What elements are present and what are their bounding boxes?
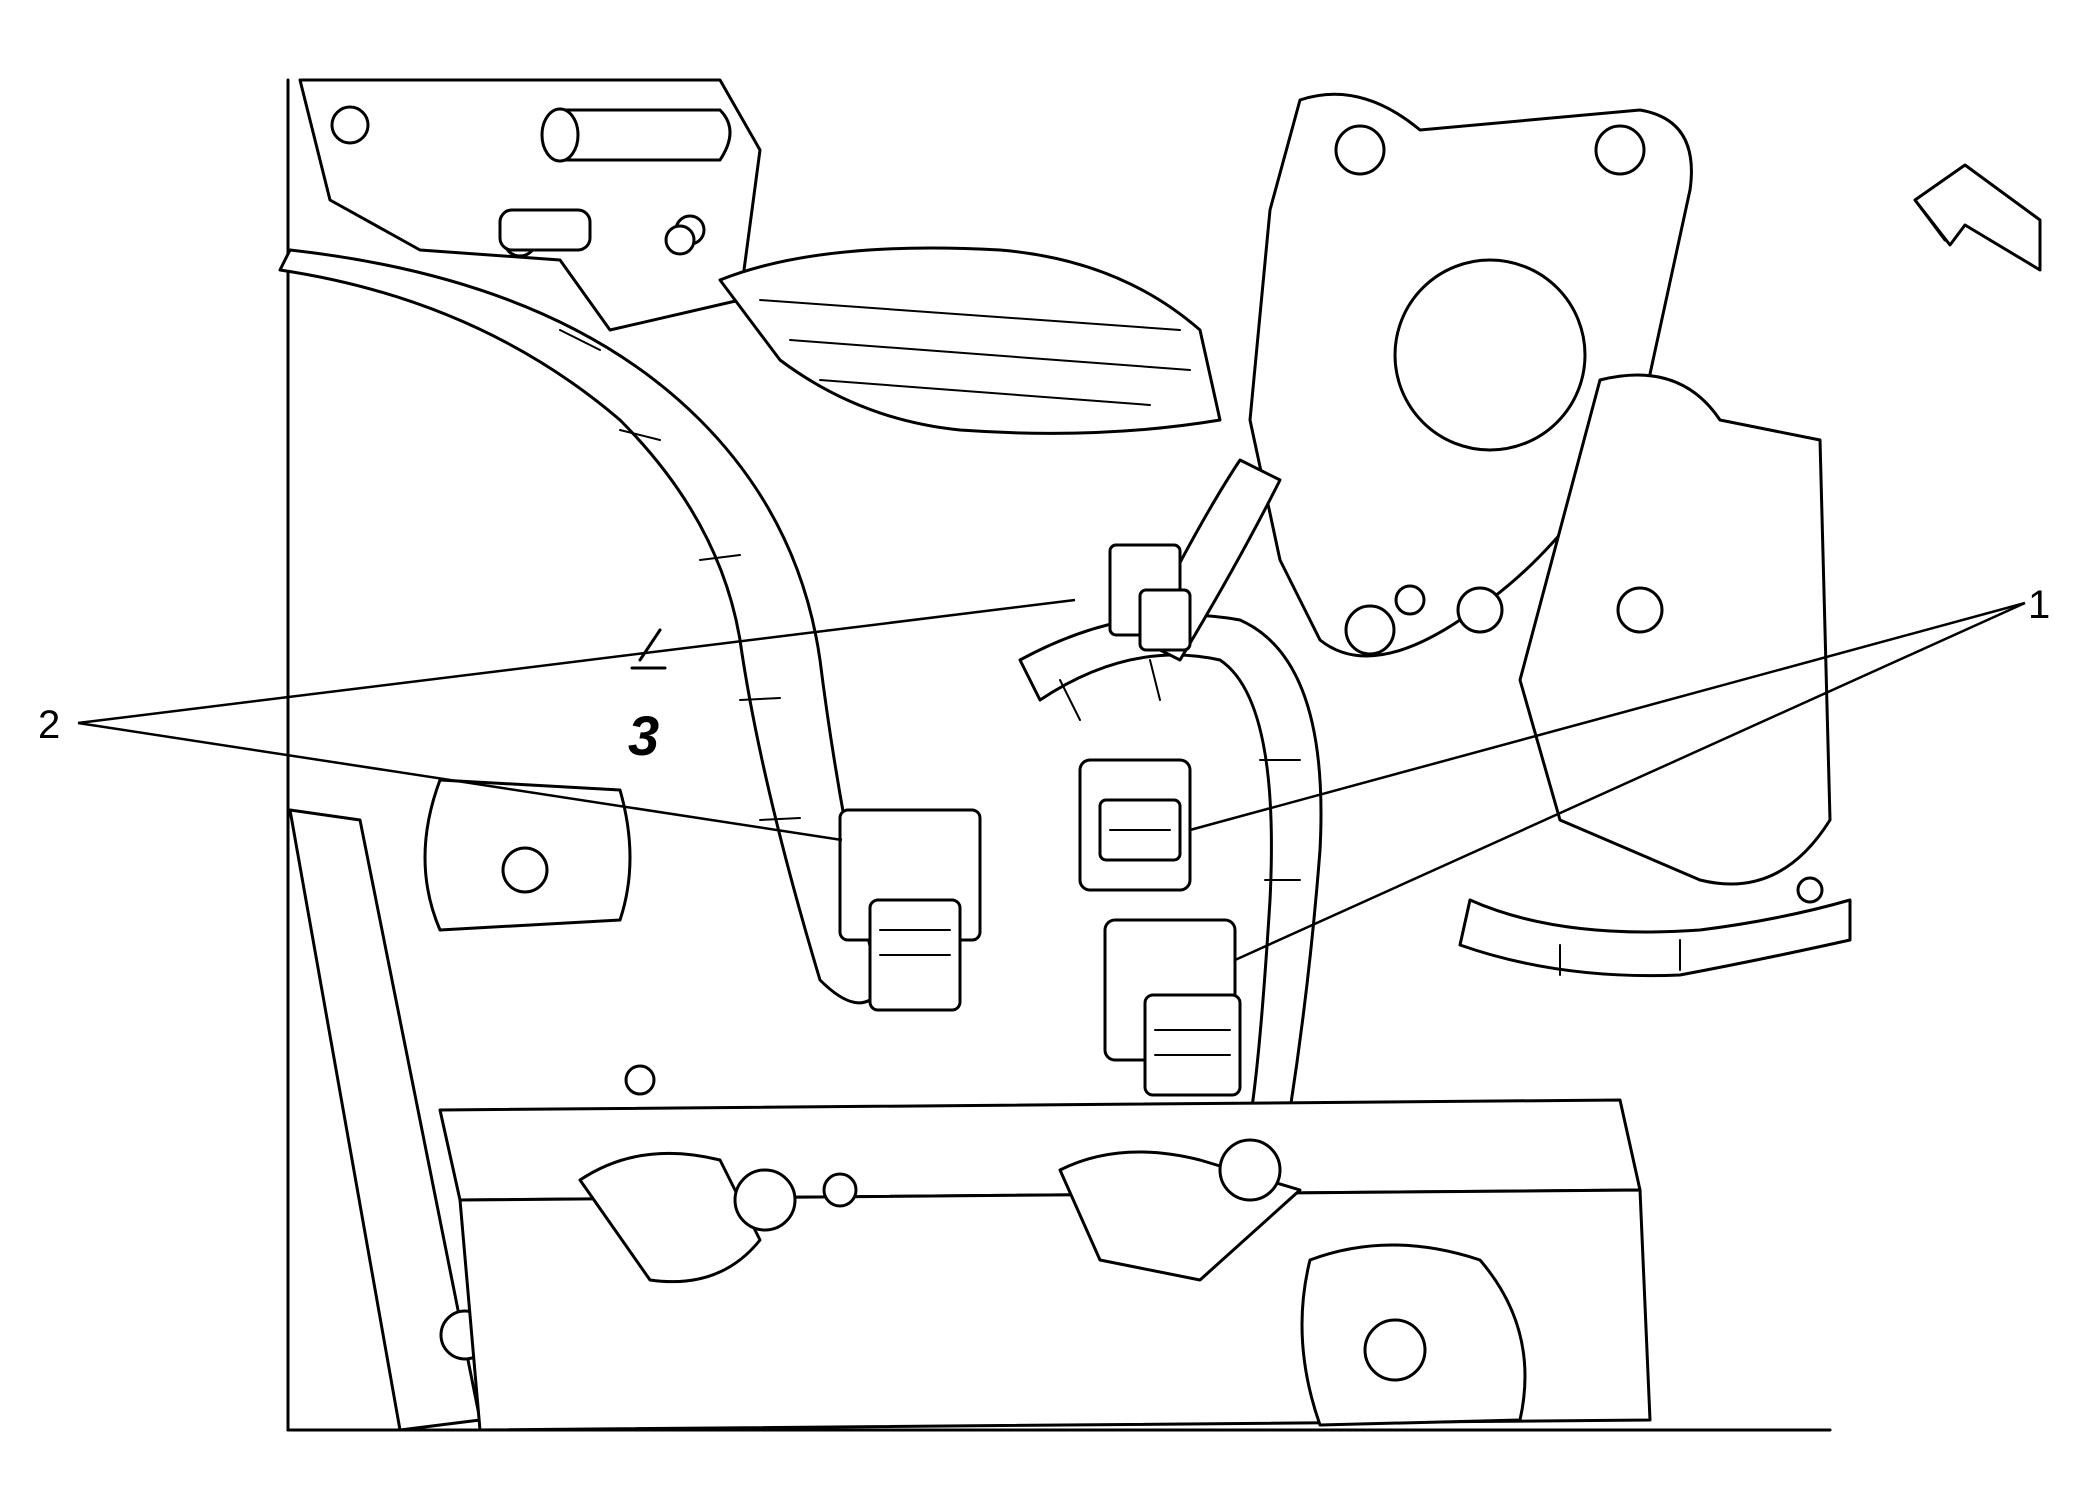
upper-pipe <box>540 107 732 163</box>
connector-1-upper <box>1078 758 1192 892</box>
casting-mark-text: 3 <box>628 704 659 767</box>
callout-2-label: 2 <box>38 703 60 747</box>
connector-2-lower <box>838 808 982 1012</box>
callout-1-label: 1 <box>2028 583 2050 627</box>
callout-1-leaders <box>1189 601 2026 962</box>
left-engine-mount <box>288 778 632 1432</box>
intake-elbow <box>718 246 1222 435</box>
lower-brackets <box>578 1138 1527 1427</box>
connector-2-upper <box>1108 543 1192 652</box>
front-direction-arrow-icon <box>1913 163 2042 272</box>
callout-2-leaders <box>77 598 1076 842</box>
casting-mark: 3 <box>628 628 667 767</box>
bolts <box>624 224 1824 1096</box>
right-housing <box>1456 373 1832 886</box>
exhaust-flange-plate <box>1248 92 1693 658</box>
connector-1-lower <box>1103 918 1242 1097</box>
